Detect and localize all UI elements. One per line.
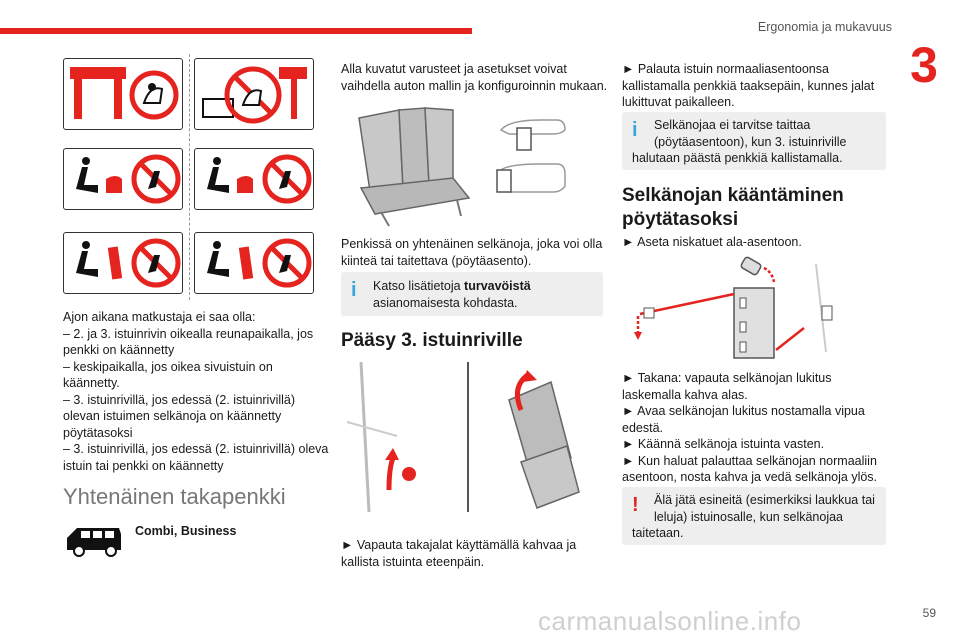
van-icon [63,524,125,558]
text-line: – 2. ja 3. istuinrivin oikealla reunapai… [63,326,314,341]
section-title-third-row-access: Pääsy 3. istuinriville [341,330,523,351]
bench-seat-illustration [341,100,603,228]
text-line: olevan istuimen selkänoja on käännetty [63,409,282,423]
warning-icon: ! [632,494,639,516]
tilt-bench-illustration [341,361,603,522]
text-line: Penkissä on yhtenäinen selkänoja, joka v… [341,237,603,251]
pictogram-passenger-rotated-seat-2 [194,148,314,210]
text-line: ► Käännä selkänoja istuinta vasten. [622,437,825,451]
text-line: Selkänojaa ei tarvitse taittaa [654,118,811,132]
title-line: Selkänojan kääntäminen [622,185,844,206]
section-title-rear-bench: Yhtenäinen takapenkki [63,484,286,509]
equipment-note: Alla kuvatut varusteet ja asetukset voiv… [341,61,611,94]
step-headrests-down: ► Aseta niskatuet ala-asentoon. [622,235,802,249]
page-number: 59 [922,606,936,620]
info-icon: i [351,279,357,301]
text-line: käännetty. [63,376,120,390]
text-line: – 3. istuinrivillä, jos edessä (2. istui… [63,392,296,407]
watermark: carmanualsonline.info [538,606,802,636]
text-line: lukittuvat paikalleen. [622,95,735,109]
info-text: Katso lisätietoja turvavöistä asianomais… [373,278,597,311]
text-line: kallista istuinta eteenpäin. [341,554,485,569]
step-release-legs: ► Vapauta takajalat käyttämällä kahvaa j… [341,537,611,570]
text-line: leluja) istuinosalle, kun selkänojaa [654,509,844,524]
text-line: kallistamalla penkkiä taaksepäin, kunnes… [622,78,875,93]
text-line: Alla kuvatut varusteet ja asetukset voiv… [341,62,567,76]
warning-text: Älä jätä esineitä (esimerkiksi laukkua t… [654,492,880,525]
text-line: ► Avaa selkänojan lukitus nostamalla vip… [622,404,865,418]
page-header-title: Ergonomia ja mukavuus [757,20,892,34]
text-line: pöytätasoksi [63,425,133,440]
text-line: – 3. istuinrivillä, jos edessä (2. istui… [63,442,329,456]
pictogram-passenger-folded-back-1 [63,232,183,294]
text-line: edestä. [622,420,664,435]
model-separator: , [173,524,181,538]
text-line: ► Takana: vapauta selkänojan lukitus [622,371,832,385]
model-business: Business [180,524,237,538]
info-text-part: Katso lisätietoja [373,279,465,293]
warning-box-objects: ! Älä jätä esineitä (esimerkiksi laukkua… [622,487,886,545]
pictogram-bench-child-seat-forbidden [194,58,314,130]
text-line: laskemalla kahva alas. [622,387,748,402]
section-title-table-position: Selkänojan kääntäminen pöytätasoksi [622,184,892,232]
text-line: ► Kun haluat palauttaa selkänojan normaa… [622,453,877,468]
text-line: Ajon aikana matkustaja ei saa olla: [63,310,256,324]
text-line: istuin tai penkki on käännetty [63,458,224,473]
backrest-fold-illustration [626,254,888,364]
chapter-number: 3 [910,37,938,93]
text-line: asentoon, nosta kahva ja vedä selkänoja … [622,470,878,484]
text-line: (pöytäasentoon), kun 3. istuinriville [654,134,847,149]
pictogram-divider [189,54,190,300]
header-accent-bar [0,28,472,34]
text-line: penkki on käännetty [63,343,175,357]
pictogram-passenger-rotated-seat-1 [63,148,183,210]
pictogram-passenger-folded-back-2 [194,232,314,294]
passenger-restrictions-text: Ajon aikana matkustaja ei saa olla: – 2.… [63,309,333,474]
model-versions: Combi, Business [135,524,236,538]
bench-description: Penkissä on yhtenäinen selkänoja, joka v… [341,236,611,269]
info-box-seatbelts: i Katso lisätietoja turvavöistä asianoma… [341,272,603,316]
title-line: pöytätasoksi [622,209,739,230]
info-link-seatbelts: turvavöistä [464,279,531,293]
text-line: vaihdella auton mallin ja konfiguroinnin… [341,78,608,93]
text-line: – keskipaikalla, jos oikea sivuistuin on [63,359,273,374]
pictogram-bench-child-seat-allowed [63,58,183,130]
restore-bench-text: ► Palauta istuin normaaliasentoonsa kall… [622,61,892,111]
text-line: ► Vapauta takajalat käyttämällä kahvaa j… [341,538,577,552]
backrest-fold-steps: ► Takana: vapauta selkänojan lukitus las… [622,370,892,486]
model-combi: Combi [135,524,174,538]
text-line: taitetaan. [632,526,684,540]
text-line: ► Palauta istuin normaaliasentoonsa [622,62,829,76]
text-line: Älä jätä esineitä (esimerkiksi laukkua t… [654,493,875,507]
text-line: halutaan päästä penkkiä kallistamalla. [632,151,843,165]
text-line: kiinteä tai taitettava (pöytäasento). [341,253,532,268]
info-icon: i [632,119,638,141]
info-text: Selkänojaa ei tarvitse taittaa (pöytäase… [654,117,880,150]
info-text-part: asianomaisesta kohdasta. [373,295,518,310]
info-box-no-fold-needed: i Selkänojaa ei tarvitse taittaa (pöytäa… [622,112,886,170]
